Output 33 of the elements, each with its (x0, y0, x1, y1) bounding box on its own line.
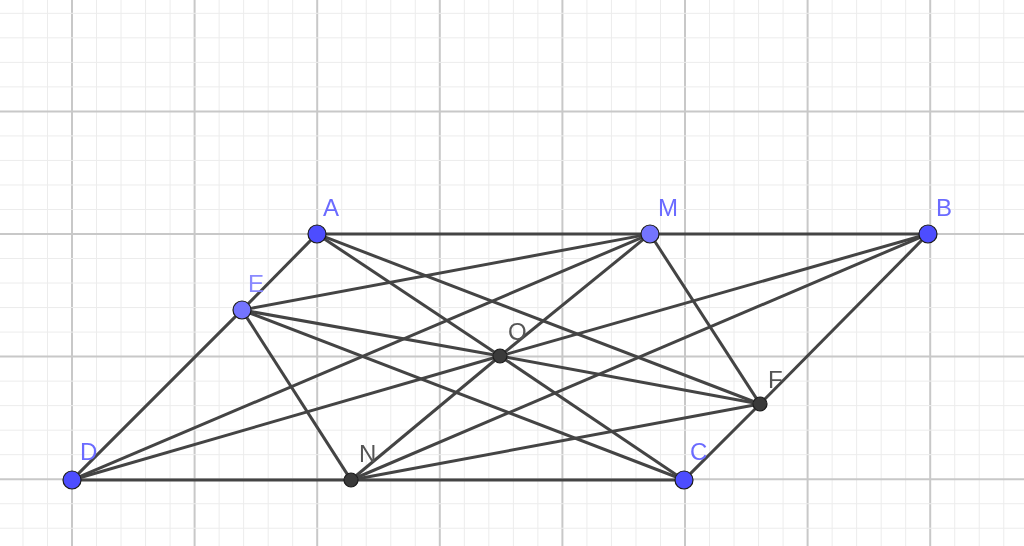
line-segment (506, 355, 754, 405)
point-label: B (936, 196, 952, 220)
line-segment (247, 239, 312, 305)
line-segment (763, 239, 923, 401)
point-label: E (248, 272, 264, 296)
point-label: D (80, 440, 98, 464)
line-segment (504, 238, 644, 353)
line-segment (326, 232, 641, 236)
line-segment (249, 311, 677, 479)
point-label: M (658, 196, 678, 220)
line-segment (245, 316, 349, 475)
line-segment (79, 236, 643, 478)
line-segment (506, 235, 920, 356)
line-segment (653, 240, 758, 399)
line-segment (324, 235, 754, 403)
line-segment (355, 359, 496, 477)
line-segment (659, 232, 919, 236)
line-segment (356, 236, 921, 479)
line-segment (80, 356, 494, 479)
line-segment (504, 358, 678, 477)
line-segment (250, 234, 642, 310)
point-label: F (768, 368, 783, 392)
point-label: O (508, 320, 527, 344)
point-label: A (323, 196, 339, 220)
line-segment (250, 310, 494, 357)
line-segment (689, 407, 757, 475)
line-segment (81, 478, 344, 482)
line-segment (357, 403, 754, 481)
point-label: C (690, 440, 708, 464)
point-label: N (359, 442, 377, 466)
line-segment (77, 315, 237, 475)
line-segment (323, 237, 495, 354)
line-segment (358, 478, 675, 482)
